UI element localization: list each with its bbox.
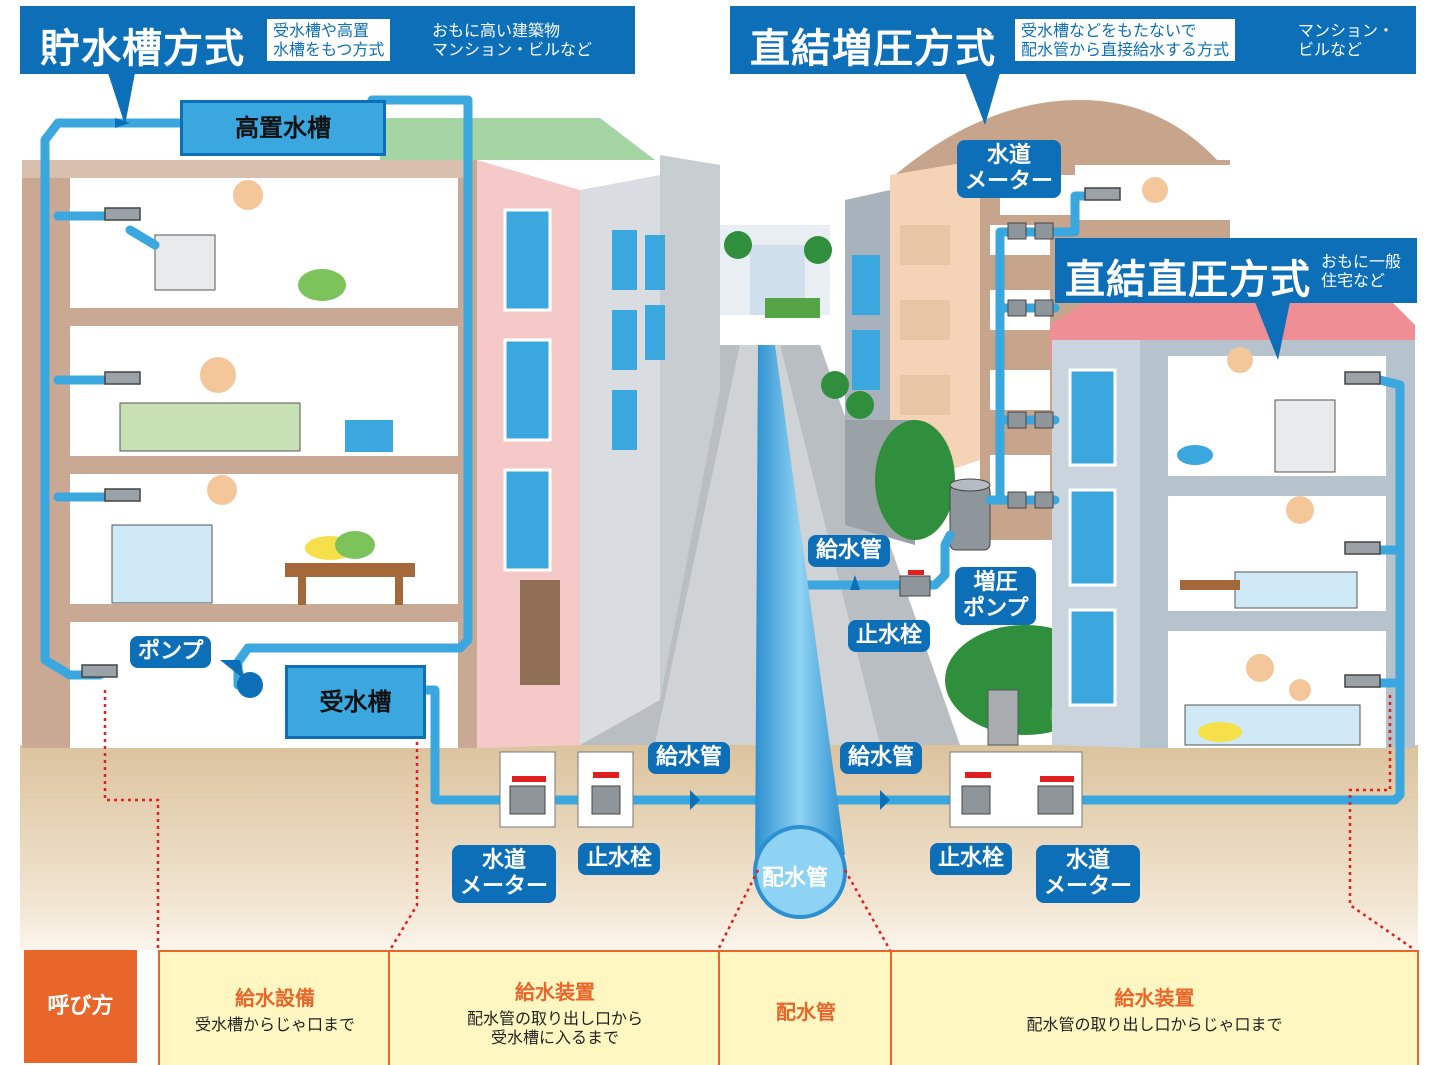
legend-cell-1-desc: 受水槽からじゃ口まで <box>194 1015 355 1034</box>
booster-sub-line-1: マンション・ <box>1298 21 1395 40</box>
main-pipe-label: 配水管 <box>762 866 829 891</box>
receiving-tank: 受水槽 <box>285 665 426 739</box>
booster-system-title: 直結増圧方式 <box>750 26 996 72</box>
supply-pipe-label-left: 給水管 <box>648 742 731 774</box>
booster-pump-label: 増圧 ポンプ <box>955 567 1037 625</box>
tank-sub-line-1: おもに高い建築物 <box>432 21 561 40</box>
booster-sub-line-2: ビルなど <box>1298 40 1363 59</box>
legend-cell-1-title: 給水設備 <box>235 986 315 1010</box>
booster-system-sub: マンション・ ビルなど <box>1298 21 1394 59</box>
meter-label-right: 水道 メーター <box>1036 845 1141 903</box>
tank-sub-line-2: マンション・ビルなど <box>432 40 593 59</box>
meter-left-line-1: 水道 <box>482 848 527 873</box>
legend-cell-supply-device-2: 給水装置 配水管の取り出し口からじゃ口まで <box>890 950 1419 1065</box>
supply-pipe-label-right: 給水管 <box>840 742 923 774</box>
booster-desc-line-1: 受水槽などをもたないで <box>1021 21 1197 40</box>
tank-system-title: 貯水槽方式 <box>40 26 245 72</box>
stop-valve-label-right: 止水栓 <box>930 843 1013 875</box>
tank-desc-line-2: 水槽をもつ方式 <box>273 40 385 59</box>
direct-sub-line-1: おもに一般 <box>1321 252 1402 271</box>
tank-system-banner: 貯水槽方式 受水槽や高置 水槽をもつ方式 おもに高い建築物 マンション・ビルなど <box>20 6 635 74</box>
pump-label: ポンプ <box>130 636 212 668</box>
booster-pump-line-1: 増圧 <box>973 570 1018 595</box>
meter-booster-line-1: 水道 <box>987 143 1032 168</box>
legend-cell-supply-equipment: 給水設備 受水槽からじゃ口まで <box>158 950 390 1065</box>
meter-right-line-2: メーター <box>1044 874 1133 899</box>
tank-desc-line-1: 受水槽や高置 <box>273 21 370 40</box>
booster-pump-line-2: ポンプ <box>963 596 1029 621</box>
direct-system-banner: 直結直圧方式 おもに一般 住宅など <box>1055 238 1417 303</box>
stop-valve-label-left: 止水栓 <box>578 843 661 875</box>
direct-system-title: 直結直圧方式 <box>1065 257 1311 303</box>
legend-cell-2-desc-2: 受水槽に入るまで <box>490 1028 619 1047</box>
direct-sub-line-2: 住宅など <box>1321 271 1386 290</box>
booster-system-banner: 直結増圧方式 受水槽などをもたないで 配水管から直接給水する方式 マンション・ … <box>730 6 1416 74</box>
supply-pipe-label-booster: 給水管 <box>808 535 891 567</box>
legend-heading: 呼び方 <box>24 950 137 1063</box>
booster-desc-line-2: 配水管から直接給水する方式 <box>1021 40 1230 59</box>
meter-left-line-2: メーター <box>460 874 549 899</box>
legend-cell-4-desc: 配水管の取り出し口からじゃ口まで <box>1026 1015 1283 1034</box>
legend-cell-4-title: 給水装置 <box>1114 986 1195 1010</box>
legend-cell-3-title: 配水管 <box>776 1000 836 1024</box>
meter-booster-line-2: メーター <box>965 169 1054 194</box>
elevated-tank: 高置水槽 <box>180 100 386 156</box>
meter-label-left: 水道 メーター <box>452 845 557 903</box>
direct-system-sub: おもに一般 住宅など <box>1321 252 1401 290</box>
legend-cell-2-title: 給水装置 <box>515 980 595 1004</box>
legend-cell-supply-device-1: 給水装置 配水管の取り出し口から 受水槽に入るまで <box>388 950 720 1065</box>
tank-system-boxed-desc: 受水槽や高置 水槽をもつ方式 <box>267 19 391 61</box>
tank-system-sub: おもに高い建築物 マンション・ビルなど <box>432 21 592 59</box>
legend-cell-main-pipe: 配水管 <box>718 950 892 1065</box>
stop-valve-label-booster: 止水栓 <box>848 620 931 652</box>
meter-right-line-1: 水道 <box>1066 848 1111 873</box>
meter-label-booster: 水道 メーター <box>957 140 1062 198</box>
booster-system-boxed-desc: 受水槽などをもたないで 配水管から直接給水する方式 <box>1015 19 1236 61</box>
legend-cell-2-desc-1: 配水管の取り出し口から <box>466 1009 643 1028</box>
